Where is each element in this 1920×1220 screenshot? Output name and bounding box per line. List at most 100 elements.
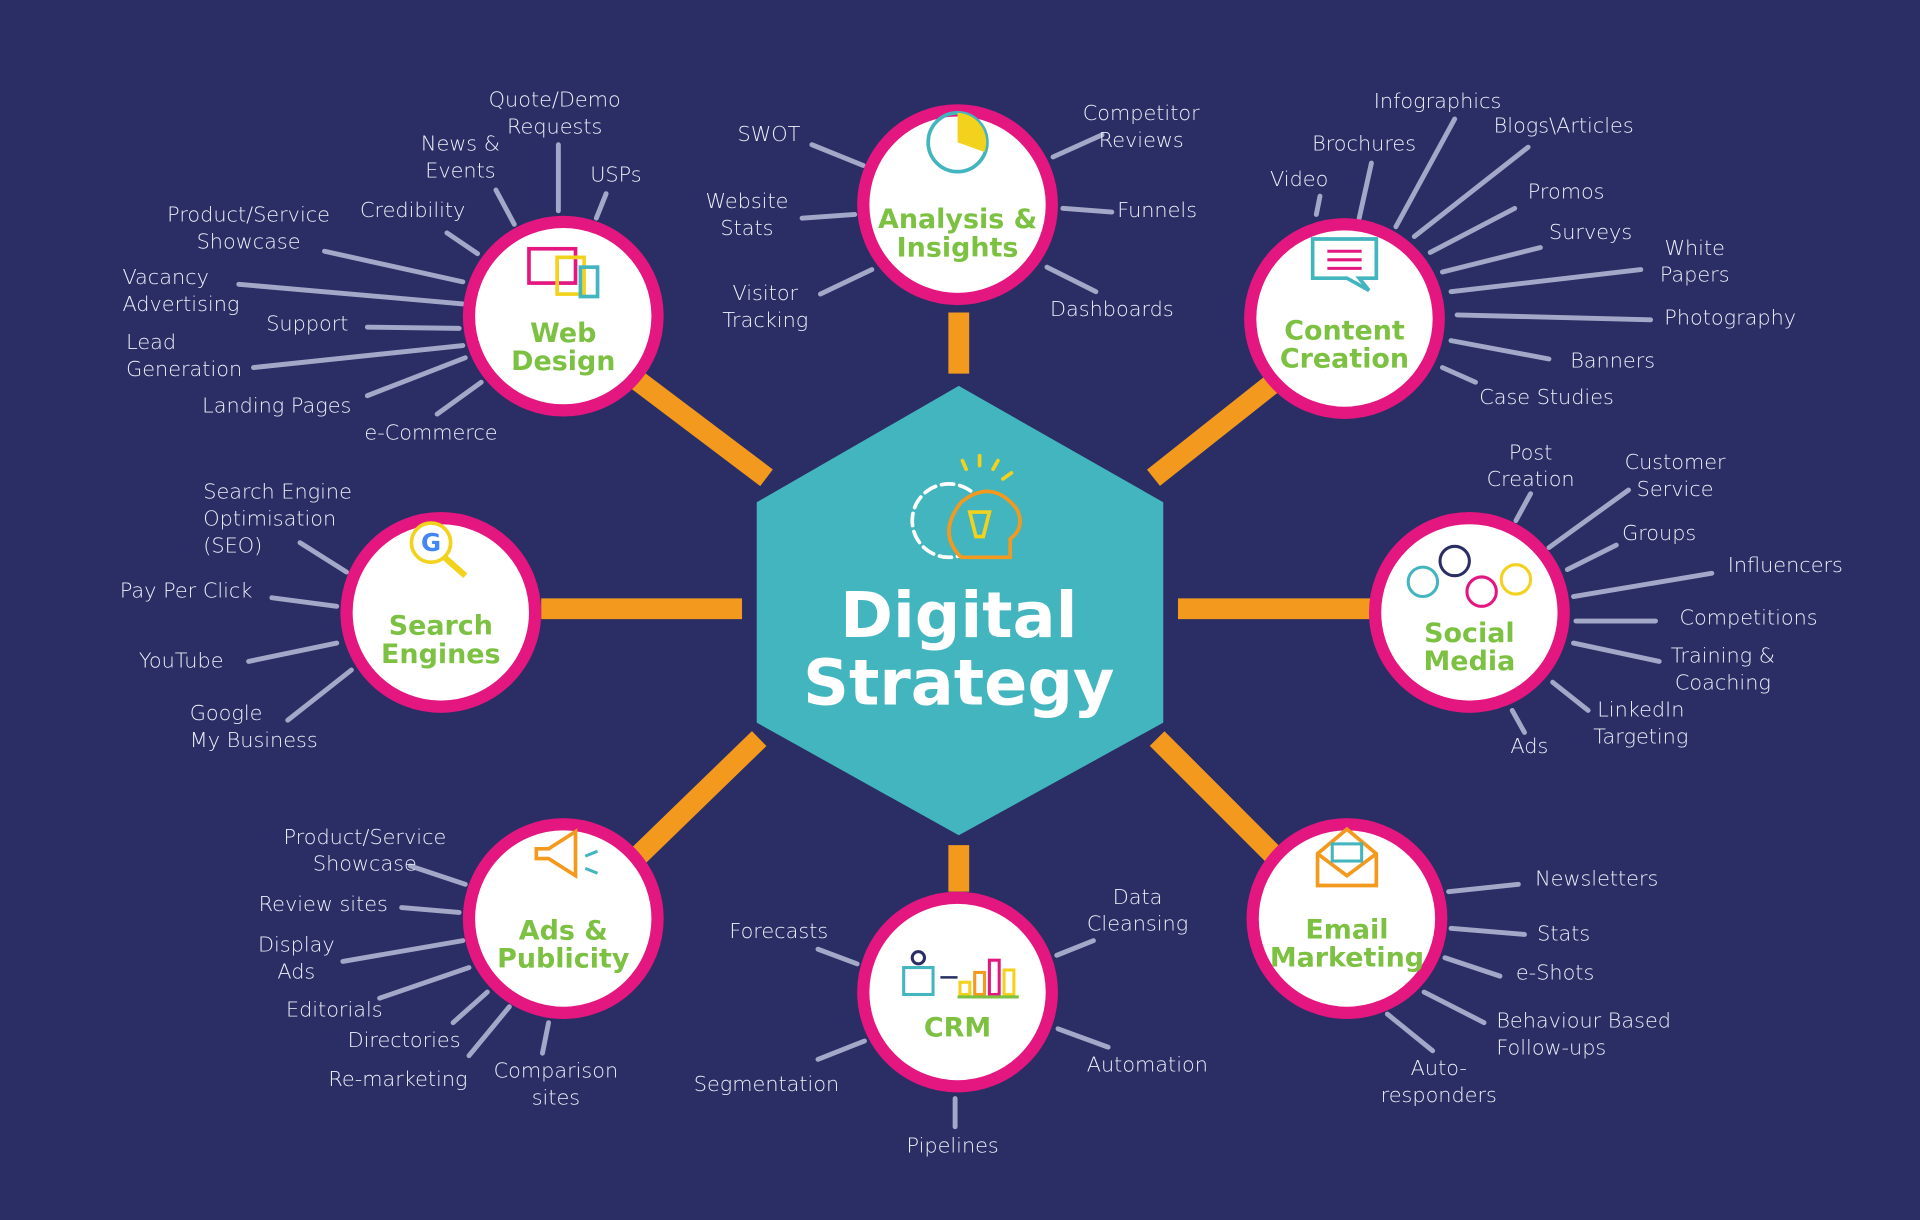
hub-crm: CRM <box>857 891 1058 1093</box>
leaf-label: Requests <box>507 115 602 139</box>
leaf-label: Ads <box>277 959 315 983</box>
leaf-label: Banners <box>1570 348 1655 372</box>
leaf-label: Advertising <box>122 292 239 316</box>
leaf-connector-line <box>1384 1011 1436 1054</box>
hub-label: Social <box>1424 618 1514 649</box>
leaf-label: Promos <box>1528 179 1605 203</box>
hub-ring <box>462 818 664 1019</box>
hub-label: Engines <box>381 639 501 670</box>
hub-label: Web <box>530 318 596 349</box>
hub-ring <box>857 891 1058 1093</box>
hub-label: Email <box>1305 914 1388 945</box>
leaf-label: Stats <box>1537 921 1590 945</box>
leaf-label: Pay Per Click <box>120 579 253 603</box>
leaf-connector-line <box>297 540 349 575</box>
leaf-label: Brochures <box>1312 132 1416 156</box>
leaf-connector-line <box>1448 267 1644 295</box>
leaf-connector-line <box>1509 707 1527 735</box>
connectors <box>541 312 1372 892</box>
leaf-label: Vacancy <box>122 265 208 289</box>
google-search-icon: G <box>409 521 468 579</box>
leaf-label: YouTube <box>139 648 224 672</box>
leaf-label: Infographics <box>1374 89 1502 113</box>
leaf-connector-line <box>1513 491 1534 524</box>
leaf-label: Targeting <box>1593 724 1688 748</box>
leaf-connector-line <box>815 1038 867 1062</box>
leaf-label: Comparison <box>494 1059 619 1083</box>
leaf-label: Auto- <box>1411 1056 1467 1080</box>
leaf-label: Review sites <box>259 892 388 916</box>
leaf-connector-line <box>815 946 860 967</box>
leaf-connector-line <box>1055 1026 1111 1050</box>
leaf-label: Service <box>1637 477 1714 501</box>
pie-chart-icon <box>926 111 989 174</box>
leaf-connector-line <box>246 640 340 664</box>
leaf-connector-line <box>450 989 490 1026</box>
leaf-label: Forecasts <box>729 919 828 943</box>
leaf-label: Influencers <box>1728 553 1843 577</box>
leaf-label: Papers <box>1660 263 1730 287</box>
leaf-label: Behaviour Based <box>1496 1008 1671 1032</box>
leaf-connector-line <box>364 324 462 331</box>
leaf-label: Visitor <box>733 281 799 305</box>
leaf-label: Cleansing <box>1087 912 1188 936</box>
envelope-icon <box>1315 826 1379 888</box>
leaf-label: Dashboards <box>1050 297 1174 321</box>
leaf-label: Optimisation <box>203 506 336 530</box>
hub-ring <box>1368 512 1570 713</box>
leaf-label: Support <box>266 312 348 336</box>
hub-label: Media <box>1424 646 1516 677</box>
social-icons <box>1406 544 1533 608</box>
leaf-connector-line <box>364 355 468 399</box>
devices-icon <box>527 246 600 299</box>
leaf-connector-line <box>809 142 866 168</box>
connector-content <box>1147 371 1284 486</box>
hub-label: Creation <box>1280 344 1409 375</box>
leaf-label: USPs <box>590 162 641 186</box>
leaf-label: Follow-ups <box>1496 1035 1606 1059</box>
hub-ring <box>462 215 664 417</box>
leaf-label: Tracking <box>722 308 808 332</box>
hub-ring <box>1244 218 1445 419</box>
leaf-label: e-Shots <box>1516 961 1594 985</box>
leaf-label: Reviews <box>1099 128 1184 152</box>
leaf-label: Funnels <box>1117 198 1197 222</box>
leaf-connector-line <box>1050 132 1105 160</box>
leaf-label: Website <box>705 189 788 213</box>
leaf-label: Lead <box>126 330 176 354</box>
speech-bubble-icon <box>1310 237 1379 293</box>
leaf-connector-line <box>399 905 462 915</box>
leaf-connector-line <box>817 267 875 297</box>
hub-label: Analysis & <box>878 204 1037 235</box>
leaf-label: Video <box>1270 167 1328 191</box>
leaf-connector-line <box>799 212 858 221</box>
leaf-label: Newsletters <box>1535 866 1658 890</box>
leaf-label: Quote/Demo <box>489 88 621 112</box>
leaf-label: Data <box>1113 885 1163 909</box>
leaf-connector-line <box>1448 338 1552 362</box>
leaf-label: News & <box>421 132 500 156</box>
hub-label: Marketing <box>1270 942 1424 973</box>
leaf-label: Surveys <box>1549 220 1632 244</box>
leaf-connector-line <box>1427 205 1518 255</box>
leaf-connector-line <box>1440 245 1543 275</box>
leaf-connector-line <box>322 248 466 285</box>
hub-label: Search <box>389 611 493 642</box>
leaf-label: Groups <box>1622 521 1696 545</box>
leaf-connector-line <box>236 281 466 307</box>
leaf-connector-line <box>377 965 472 1001</box>
leaf-connector-line <box>1356 160 1374 221</box>
leaf-label: Search Engine <box>203 479 352 503</box>
leaf-connector-line <box>434 379 484 417</box>
leaf-connector-line <box>540 1020 552 1056</box>
leaf-connector-line <box>1393 116 1458 230</box>
hub-label: Design <box>511 346 615 377</box>
leaf-label: Stats <box>720 216 773 240</box>
leaf-connector-line <box>1044 264 1099 295</box>
leaf-connector-line <box>1448 925 1527 937</box>
leaf-label: Landing Pages <box>202 394 351 418</box>
